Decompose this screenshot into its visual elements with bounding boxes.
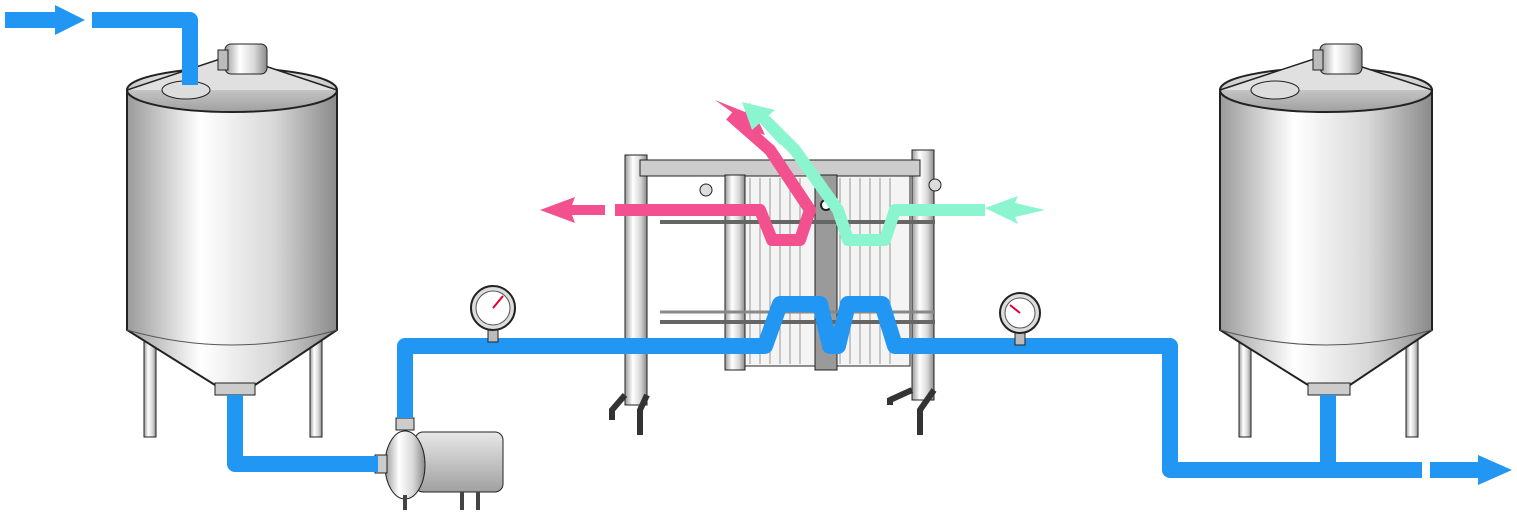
cooling-inlet-arrow-icon (985, 196, 1045, 224)
agitator-motor (1312, 43, 1363, 75)
gauge-needle (1009, 304, 1021, 314)
cooling-medium-line (760, 115, 985, 246)
frame-foot (887, 387, 937, 435)
pressure-gauge-outlet (999, 292, 1041, 346)
frame-left-post (624, 154, 648, 406)
manhole (1250, 80, 1300, 100)
pressure-gauge-inlet (470, 285, 516, 343)
supply-tank (126, 43, 338, 438)
product-inlet-arrow-icon (5, 5, 85, 35)
heating-outlet-arrow-icon (540, 197, 605, 223)
agitator-motor (217, 43, 268, 75)
product-outlet-arrow-icon (1430, 455, 1512, 485)
heating-medium-line (615, 110, 816, 246)
centrifugal-pump (374, 417, 504, 510)
receiving-tank (1219, 43, 1433, 438)
frame-foot (609, 393, 650, 435)
product-line (92, 12, 1422, 478)
plate-heat-exchanger (609, 149, 942, 435)
gauge-needle (492, 295, 504, 309)
cooling-outlet-arrow-icon (742, 102, 790, 145)
